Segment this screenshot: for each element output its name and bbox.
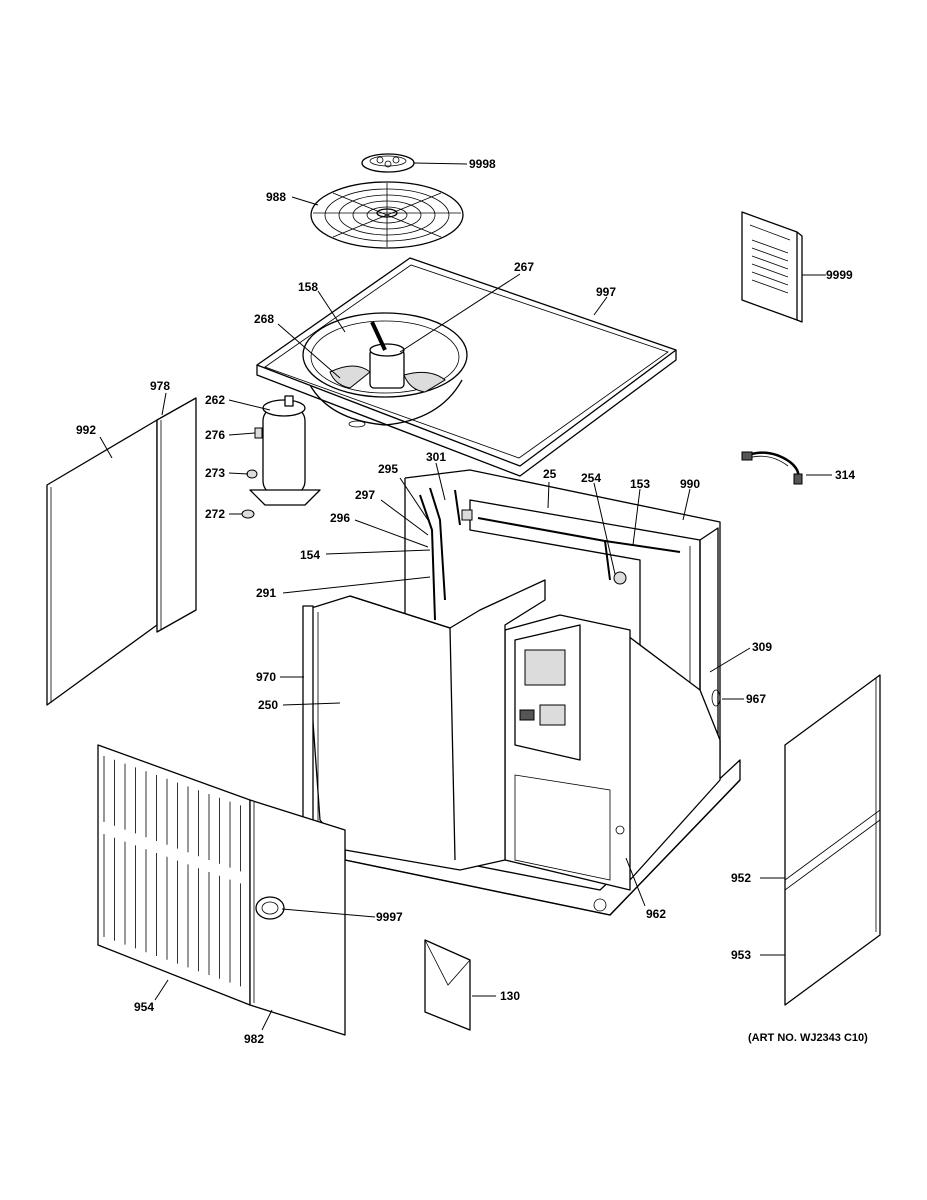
top-cover-part <box>256 257 677 477</box>
callout-9997: 9997 <box>376 910 403 924</box>
leader-lines <box>99 162 832 1031</box>
callout-291: 291 <box>256 586 276 600</box>
callout-9998: 9998 <box>469 157 496 171</box>
callout-997: 997 <box>596 285 616 299</box>
callout-153: 153 <box>630 477 650 491</box>
callout-982: 982 <box>244 1032 264 1046</box>
callout-276: 276 <box>205 428 225 442</box>
callout-273: 273 <box>205 466 225 480</box>
callout-158: 158 <box>298 280 318 294</box>
callout-970: 970 <box>256 670 276 684</box>
fan-cap-part <box>361 153 415 173</box>
callout-990: 990 <box>680 477 700 491</box>
front-panel-part <box>97 744 346 1036</box>
callout-988: 988 <box>266 190 286 204</box>
callout-301: 301 <box>426 450 446 464</box>
fan-guard-grille-part <box>310 181 464 249</box>
art-number: (ART NO. WJ2343 C10) <box>748 1032 868 1044</box>
callout-953: 953 <box>731 948 751 962</box>
callout-309: 309 <box>752 640 772 654</box>
callout-962: 962 <box>646 907 666 921</box>
callout-254: 254 <box>581 471 601 485</box>
callout-314: 314 <box>835 468 855 482</box>
callout-154: 154 <box>300 548 320 562</box>
callout-967: 967 <box>746 692 766 706</box>
callout-250: 250 <box>258 698 278 712</box>
callout-9999: 9999 <box>826 268 853 282</box>
compressor-part <box>241 395 321 519</box>
callout-267: 267 <box>514 260 534 274</box>
wiring-diagram-label-part <box>741 211 803 323</box>
callout-labels: 9998 988 267 158 268 997 9999 978 262 99… <box>76 157 868 1046</box>
right-side-panel-part <box>784 674 881 1006</box>
callout-130: 130 <box>500 989 520 1003</box>
callout-954: 954 <box>134 1000 154 1014</box>
callout-295: 295 <box>378 462 398 476</box>
callout-978: 978 <box>150 379 170 393</box>
callout-272: 272 <box>205 507 225 521</box>
wire-harness-part <box>741 451 803 485</box>
callout-268: 268 <box>254 312 274 326</box>
main-cabinet-part <box>302 469 741 916</box>
literature-envelope-part <box>424 939 471 1031</box>
callout-296: 296 <box>330 511 350 525</box>
callout-297: 297 <box>355 488 375 502</box>
callout-992: 992 <box>76 423 96 437</box>
callout-262: 262 <box>205 393 225 407</box>
callout-952: 952 <box>731 871 751 885</box>
left-side-panel-part <box>46 397 197 706</box>
callout-25: 25 <box>543 467 557 481</box>
